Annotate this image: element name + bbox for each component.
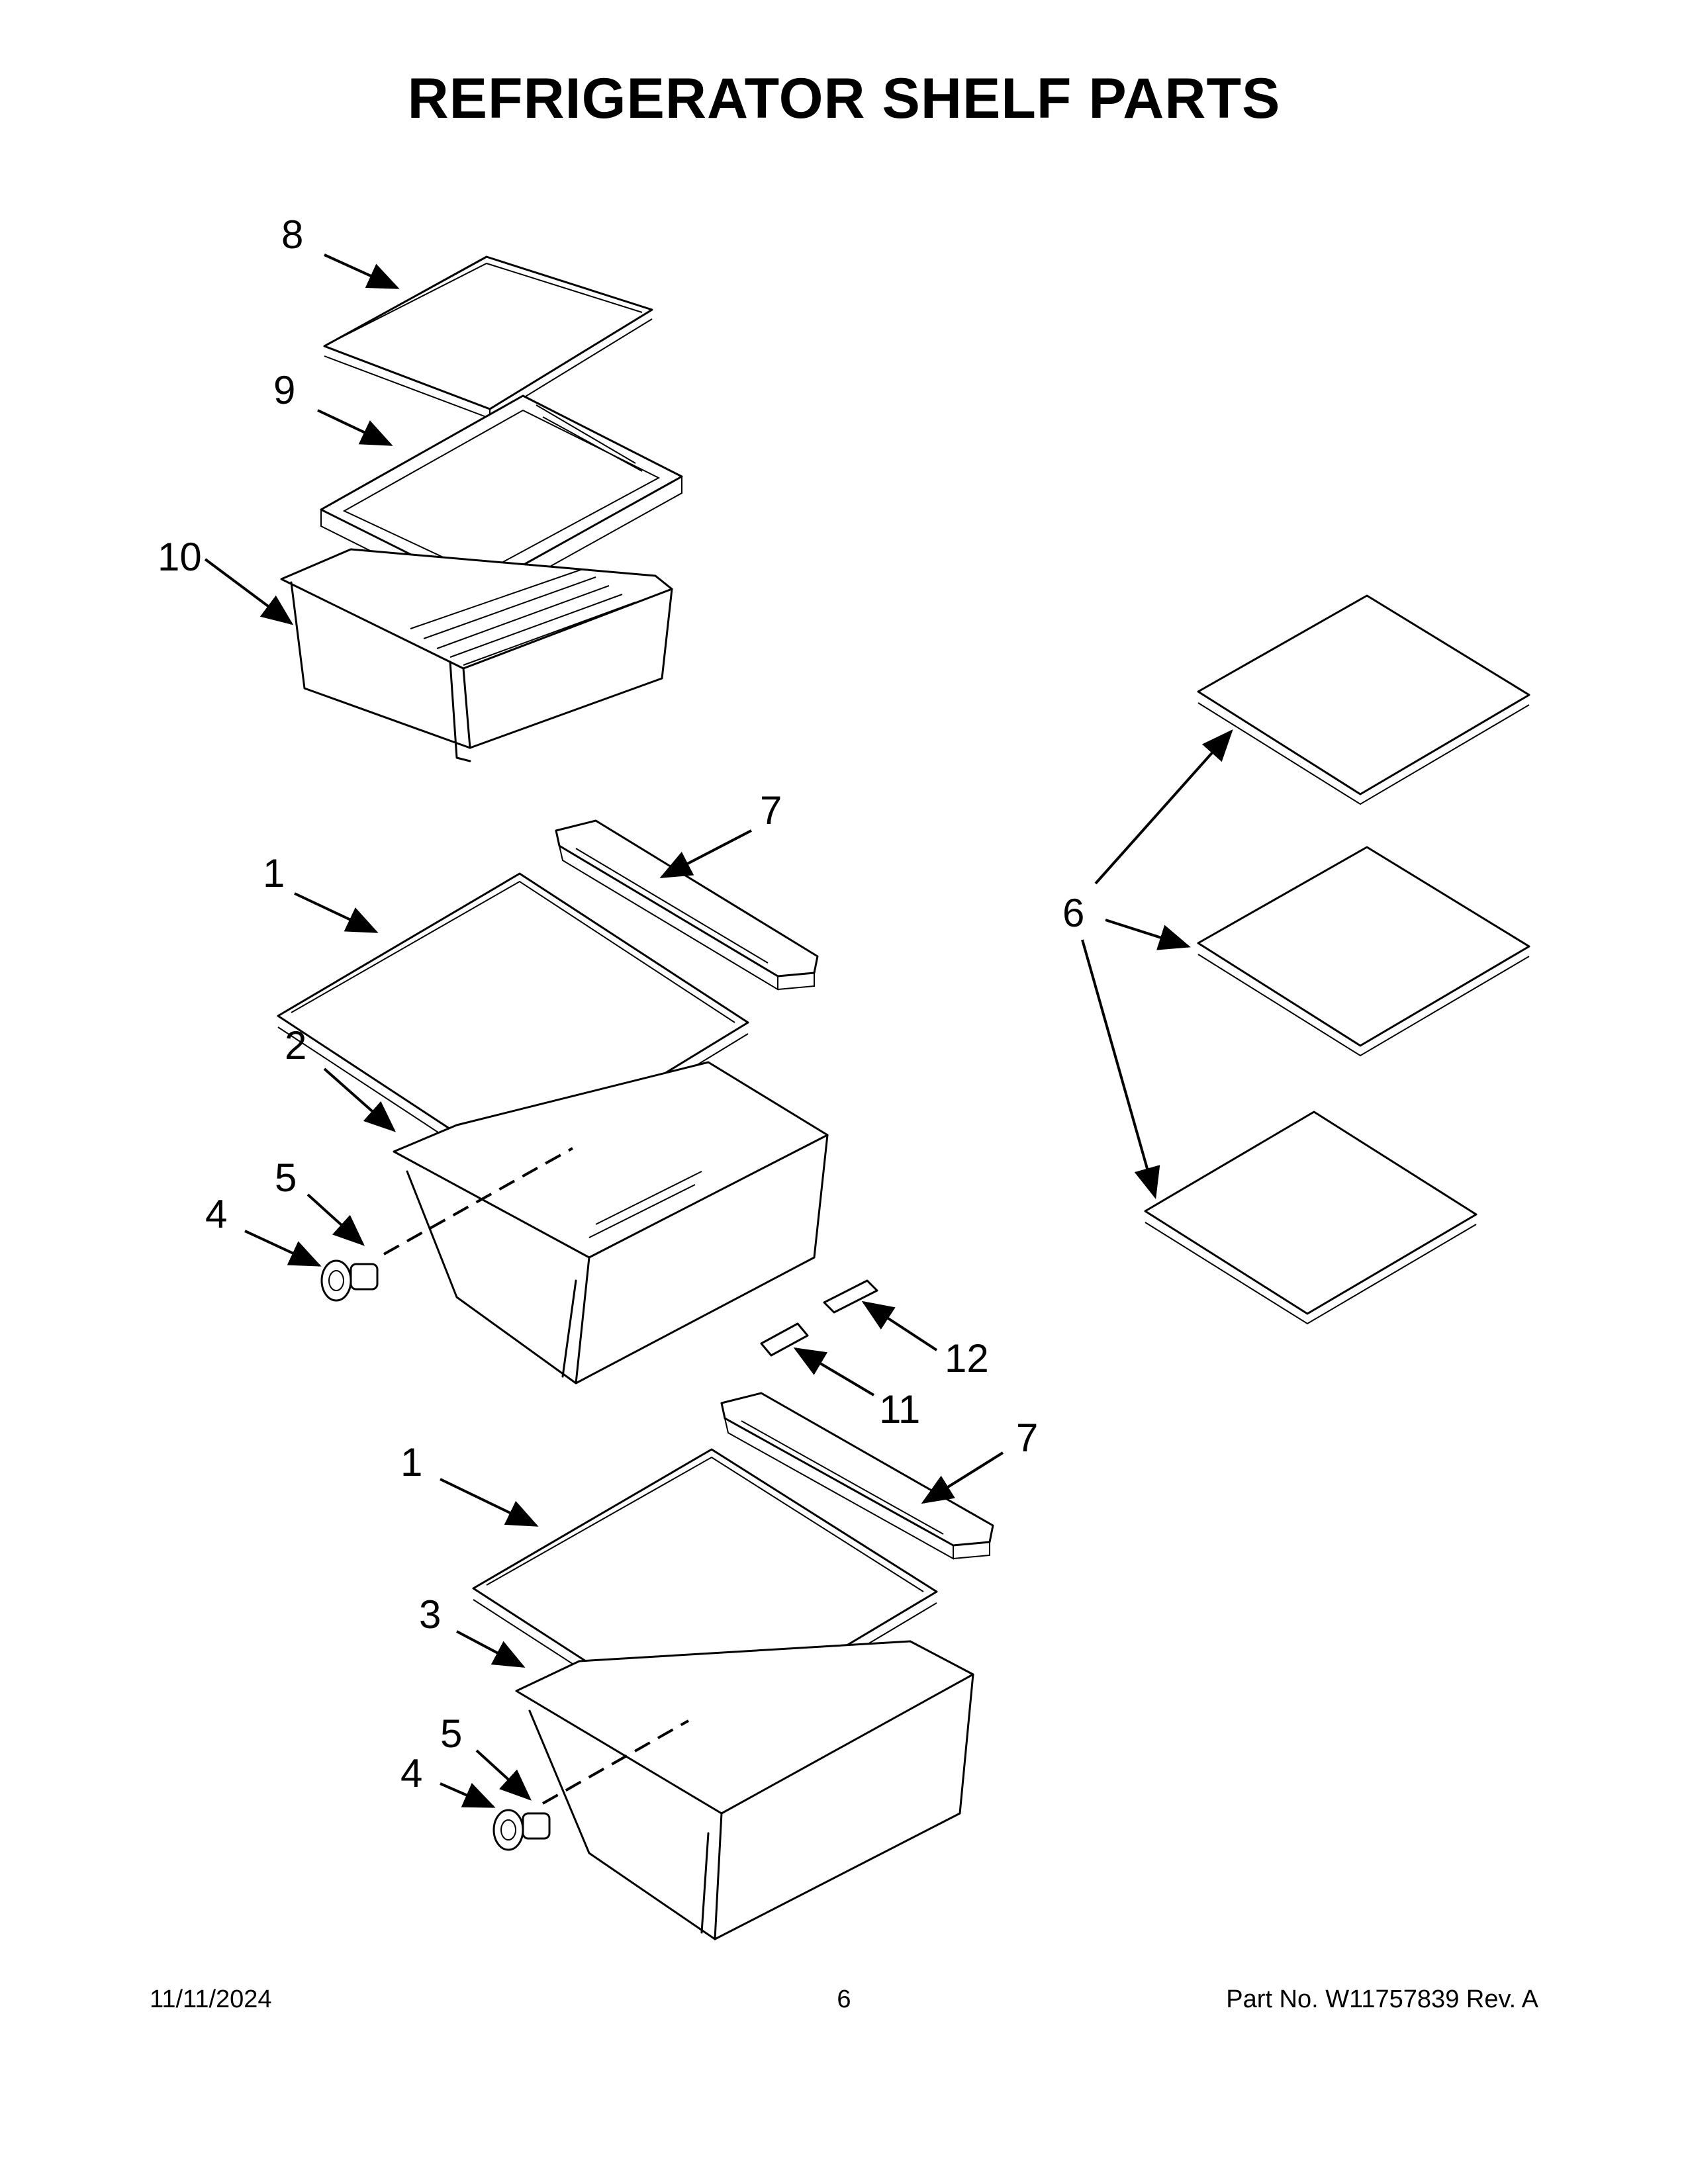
callout-5-lower: 5 [440, 1711, 462, 1756]
callout-8: 8 [281, 212, 303, 257]
part-5-axle-lower [522, 1812, 551, 1840]
part-7-lower-rail [720, 1392, 994, 1560]
callout-1-upper: 1 [263, 851, 285, 895]
callout-11: 11 [879, 1387, 920, 1432]
callout-4-lower: 4 [400, 1751, 422, 1796]
part-6-shelf-bottom [1144, 1111, 1477, 1325]
callout-2: 2 [285, 1023, 306, 1068]
callout-9: 9 [273, 368, 295, 412]
callout-12: 12 [945, 1336, 989, 1381]
callout-5-upper: 5 [275, 1156, 297, 1200]
part-11-clip [760, 1322, 809, 1357]
part-6-shelf-top [1197, 594, 1530, 805]
part-12-clip [823, 1279, 878, 1314]
axle-dashed-line-lower [542, 1719, 689, 1805]
part-3-crisper-drawer [515, 1640, 974, 1940]
part-4-wheel-upper [320, 1259, 352, 1302]
part-7-upper-rail [555, 819, 819, 991]
part-8-glass-shelf [323, 255, 653, 420]
callout-1-lower: 1 [400, 1440, 422, 1484]
axle-dashed-line-upper [383, 1147, 573, 1255]
callout-10: 10 [158, 535, 202, 579]
leader-arrows [204, 253, 1233, 1808]
part-6-shelf-middle [1197, 846, 1530, 1057]
part-4-wheel-lower [492, 1809, 524, 1851]
footer-page-number: 6 [837, 1985, 851, 2013]
callout-4-upper: 4 [205, 1192, 227, 1236]
part-10-crisper-pan [280, 548, 673, 762]
callout-7-upper: 7 [760, 788, 782, 833]
callout-3: 3 [419, 1592, 441, 1637]
part-2-crisper-drawer [393, 1061, 829, 1385]
page-title: REFRIGERATOR SHELF PARTS [407, 67, 1281, 130]
callout-7-lower: 7 [1016, 1416, 1038, 1460]
callout-6: 6 [1062, 891, 1084, 935]
footer-part-info: Part No. W11757839 Rev. A [1226, 1985, 1538, 2013]
part-5-axle-upper [350, 1263, 379, 1291]
footer-date: 11/11/2024 [150, 1985, 272, 2013]
